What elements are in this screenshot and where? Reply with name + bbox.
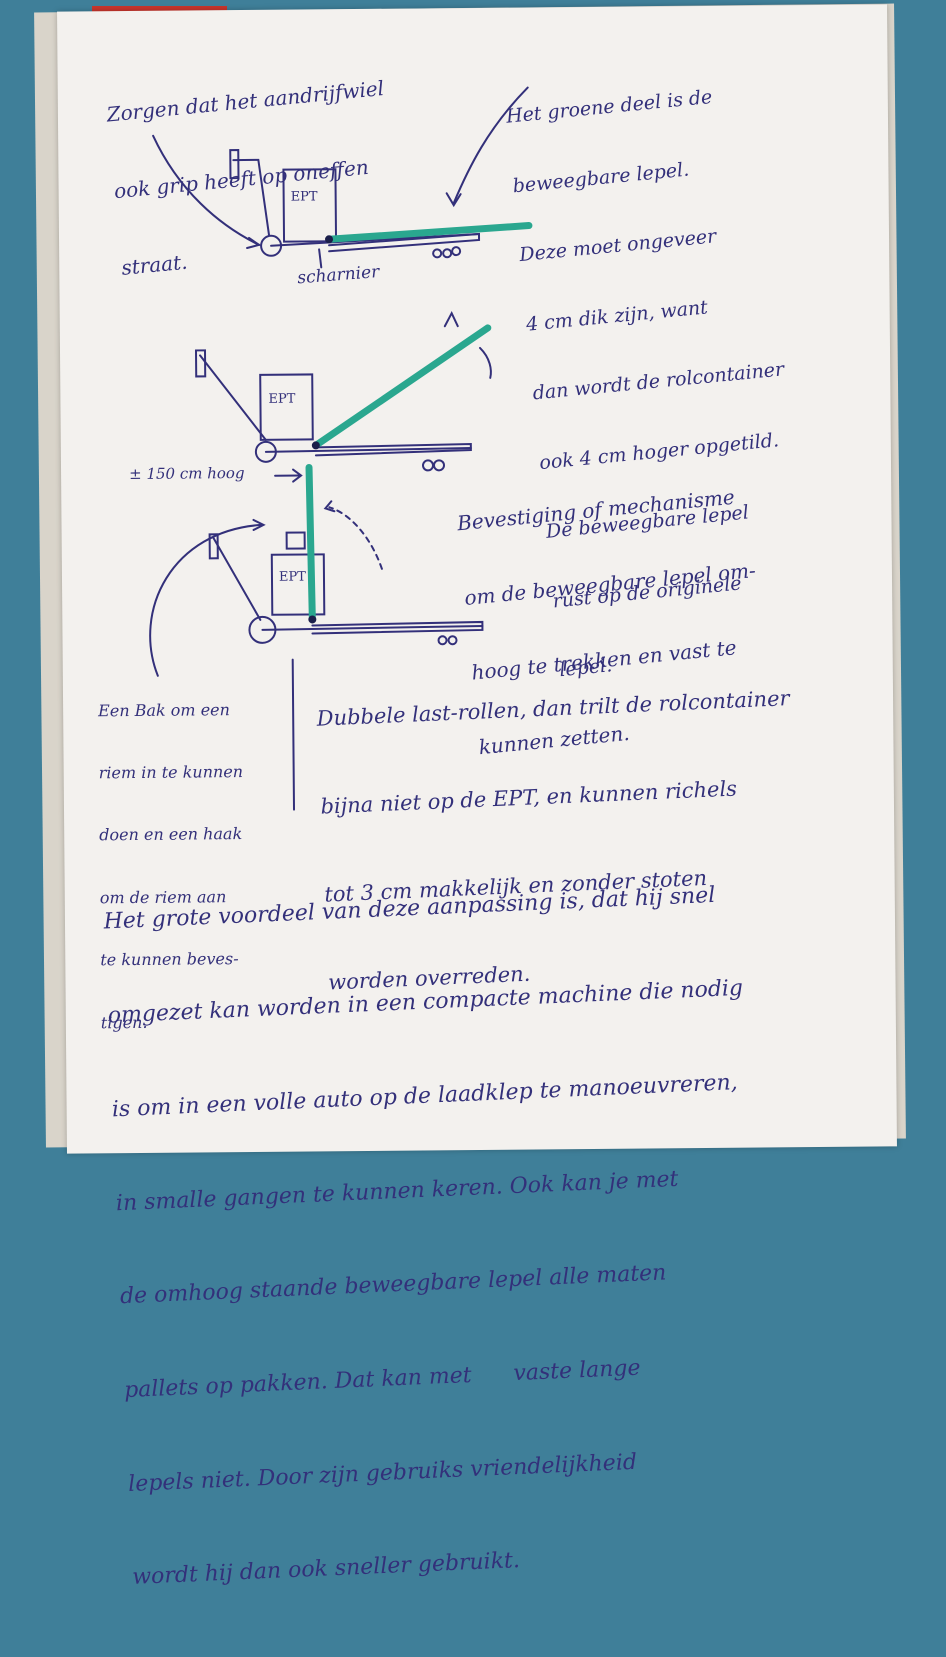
arrow-to-wheel: [152, 134, 261, 246]
ept-label-2: EPT: [268, 391, 296, 407]
green-lepel-1: [325, 222, 533, 243]
bak-box: [285, 531, 306, 550]
label-height: ± 150 cm hoog: [128, 464, 245, 484]
divider-line: [291, 658, 296, 811]
ept-body-1: [282, 168, 338, 243]
green-lepel-3: [305, 463, 316, 623]
ept-label-3: EPT: [278, 569, 306, 585]
arrow-from-bak-note: [149, 523, 263, 677]
handwritten-note-sheet: Zorgen dat het aandrijfwiel ook grip hee…: [57, 4, 897, 1590]
ept-body-2: [259, 373, 314, 441]
ept-body-3: [270, 553, 326, 616]
pallet-truck-sketches: [149, 86, 533, 811]
green-lepel-2: [312, 324, 492, 449]
note-summary-advantage: Het grote voordeel van deze aanpassing i…: [103, 883, 744, 1591]
ept-label-1: EPT: [290, 189, 318, 205]
arrow-to-lepel: [452, 86, 529, 205]
